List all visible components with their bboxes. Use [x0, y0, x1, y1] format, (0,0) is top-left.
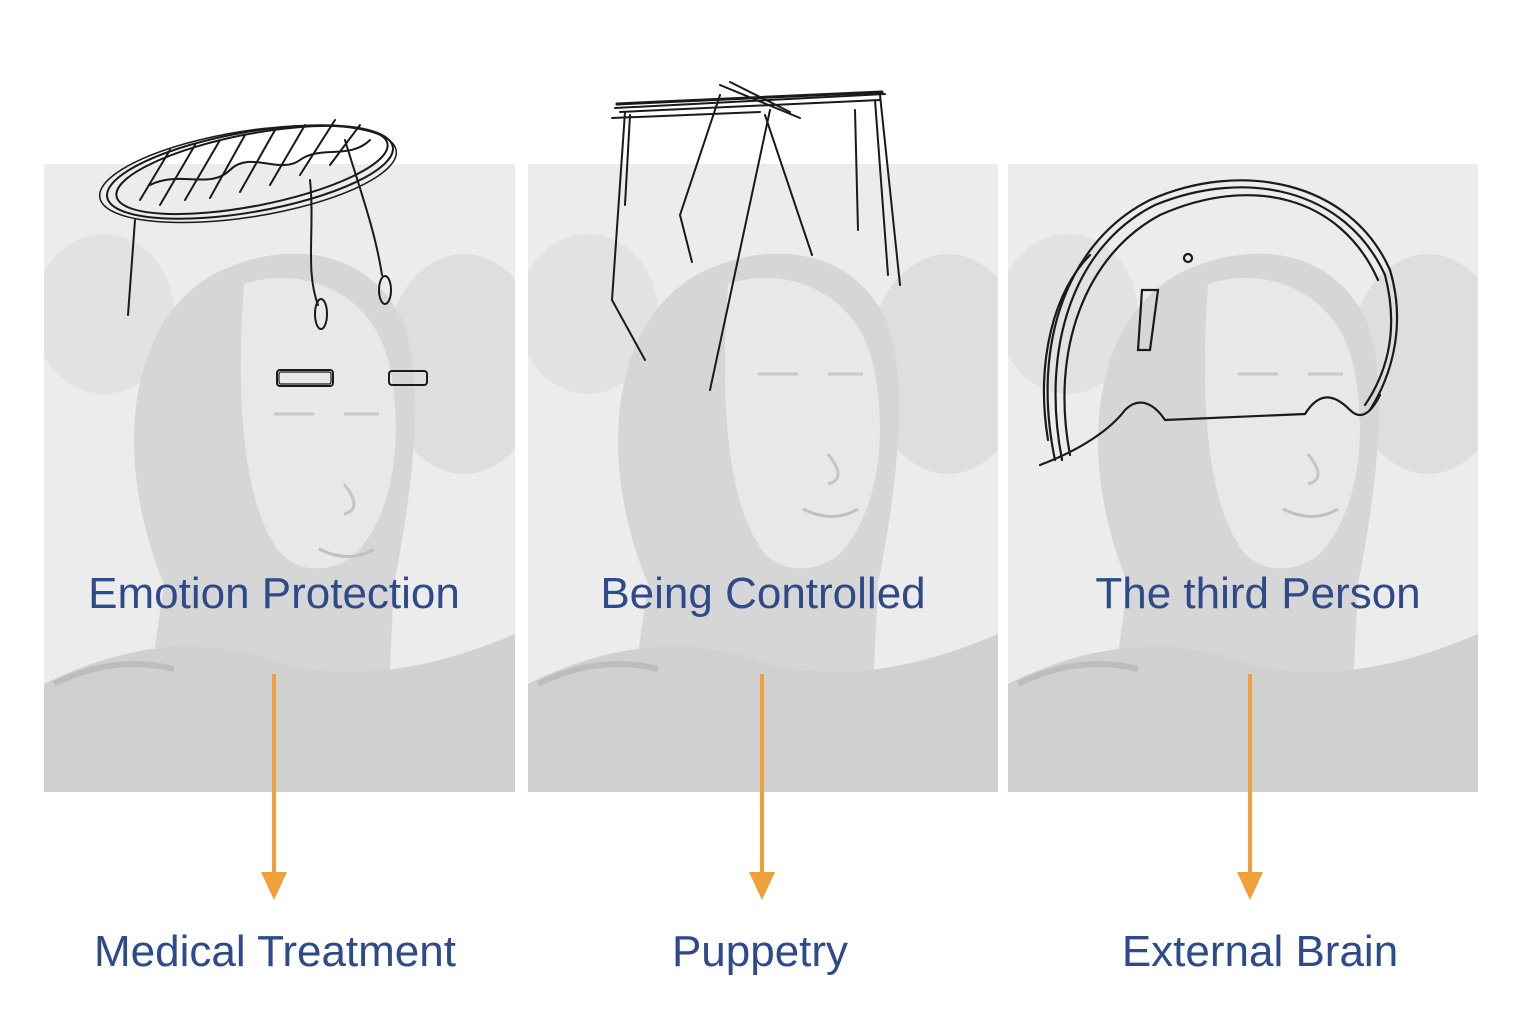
concept-title-being-controlled: Being Controlled	[600, 569, 926, 618]
portrait-photo-2	[528, 164, 998, 792]
outcome-puppetry: Puppetry	[671, 927, 849, 976]
portrait-image	[44, 164, 515, 792]
concept-title-third-person: The third Person	[1095, 569, 1421, 618]
down-arrow-icon	[749, 674, 775, 900]
down-arrow-icon	[1237, 674, 1263, 900]
outcome-external-brain: External Brain	[1121, 927, 1399, 976]
concept-title-emotion-protection: Emotion Protection	[88, 569, 460, 618]
portrait-photo-1	[44, 164, 515, 792]
outcome-medical-treatment: Medical Treatment	[94, 927, 456, 976]
down-arrow-icon	[261, 674, 287, 900]
